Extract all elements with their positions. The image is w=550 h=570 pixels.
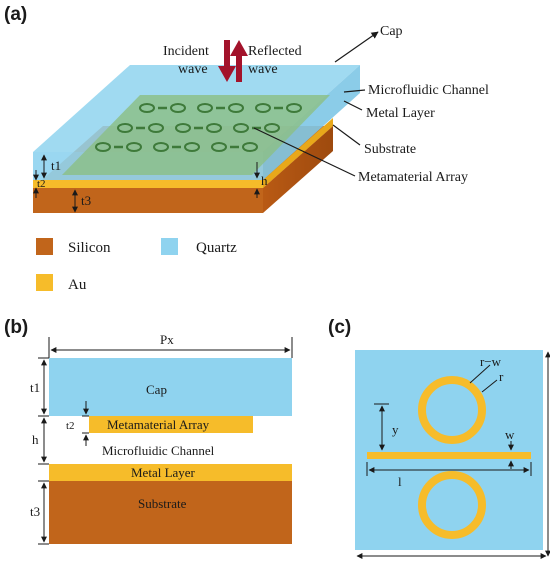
- cross-section-cap-label: Cap: [146, 382, 167, 397]
- center-bar: [367, 452, 531, 459]
- lower-ring: [418, 471, 486, 539]
- element-row-3: [95, 142, 258, 152]
- incident-wave-label-2: wave: [178, 62, 208, 77]
- dim-a-t3: t3: [81, 193, 91, 208]
- dim-a-h: h: [261, 173, 268, 188]
- reflected-wave-label-2: wave: [248, 62, 278, 77]
- substrate-front-3d: [33, 188, 263, 213]
- panel-label-c: (c): [328, 317, 351, 338]
- dimension-arrows-c: [356, 351, 550, 559]
- dim-a-t2: t2: [37, 178, 46, 190]
- dimension-arrows-b: [38, 357, 89, 545]
- dim-a-t1: t1: [51, 158, 61, 173]
- metamaterial-elements: [95, 103, 302, 152]
- cross-section-metal-layer: [49, 464, 292, 481]
- dim-c-l: l: [398, 474, 402, 489]
- cross-section-metamaterial-label: Metamaterial Array: [107, 417, 210, 432]
- dim-c-w: w: [505, 427, 515, 442]
- element-row-1: [139, 103, 302, 113]
- callout-metal-layer: Metal Layer: [366, 106, 435, 121]
- metal-layer-front-3d: [33, 180, 263, 188]
- panel-label-b: (b): [4, 317, 28, 338]
- element-row-2: [117, 123, 280, 133]
- wave-arrows: [218, 40, 248, 82]
- legend-swatch-au: [36, 274, 53, 291]
- legend-label-quartz: Quartz: [196, 240, 237, 256]
- callout-lines: [253, 31, 379, 177]
- callout-substrate: Substrate: [364, 142, 416, 157]
- cross-section-cap: [49, 358, 292, 416]
- dim-b-px: Px: [160, 332, 174, 347]
- cross-section-metamaterial: [89, 416, 253, 433]
- dim-b-t1: t1: [30, 380, 40, 395]
- cap-side-3d: [263, 65, 360, 180]
- dim-b-t3: t3: [30, 504, 40, 519]
- cross-section-substrate-label: Substrate: [138, 496, 187, 511]
- panel-label-a: (a): [4, 4, 27, 25]
- substrate-side-3d: [263, 126, 333, 213]
- legend-label-silicon: Silicon: [68, 240, 111, 256]
- incident-wave-label-1: Incident: [163, 44, 209, 59]
- px-dimension: [48, 337, 293, 358]
- dim-c-y: y: [392, 422, 399, 437]
- dim-b-h: h: [32, 432, 39, 447]
- cross-section-metal-layer-label: Metal Layer: [131, 465, 196, 480]
- dim-c-r-minus-w: r−w: [480, 354, 502, 369]
- callout-cap: Cap: [380, 24, 403, 39]
- reflected-wave-label-1: Reflected: [248, 44, 302, 59]
- dim-b-t2: t2: [66, 420, 75, 432]
- cross-section-channel-label: Microfluidic Channel: [102, 443, 215, 458]
- legend-swatch-silicon: [36, 238, 53, 255]
- metamaterial-region-3d: [62, 95, 330, 175]
- callout-metamaterial-array: Metamaterial Array: [358, 170, 468, 185]
- upper-ring: [418, 376, 486, 444]
- legend-label-au: Au: [68, 277, 87, 293]
- metal-layer-side-3d: [263, 118, 333, 188]
- dimension-arrows-a: [33, 154, 260, 213]
- legend-swatch-quartz: [161, 238, 178, 255]
- legend: Silicon Quartz Au: [36, 238, 237, 293]
- dim-c-r: r: [499, 369, 504, 384]
- callout-microfluidic-channel: Microfluidic Channel: [368, 83, 489, 98]
- cross-section-substrate: [49, 481, 292, 544]
